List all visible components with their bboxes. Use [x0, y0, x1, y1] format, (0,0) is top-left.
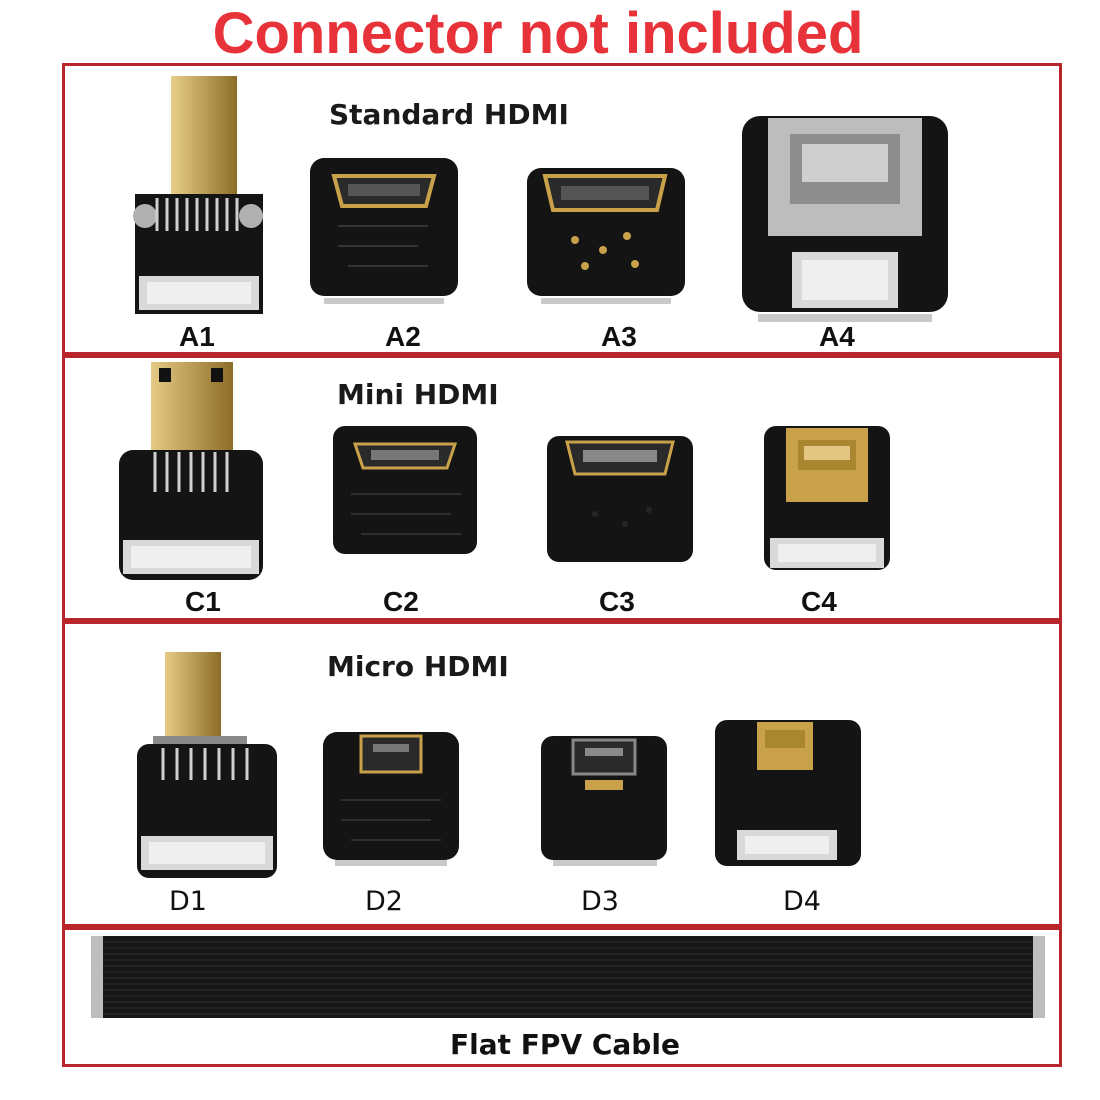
adapter-label: D3 [581, 886, 619, 917]
adapter-label: C3 [599, 586, 635, 617]
adapter-label: D1 [169, 886, 207, 917]
adapter-a2-image [308, 156, 460, 304]
flat-cable-panel: Flat FPV Cable [62, 927, 1062, 1067]
adapter-label: A2 [385, 321, 421, 352]
adapter-a1-image [117, 76, 277, 326]
flat-cable-image [91, 936, 1045, 1018]
adapter-label: D2 [365, 886, 403, 917]
section-title: Standard HDMI [329, 98, 569, 131]
adapter-label: A3 [601, 321, 637, 352]
standard-hdmi-panel: Standard HDMI A1 A2 [62, 63, 1062, 355]
adapter-label: C2 [383, 586, 419, 617]
adapter-c4-image [762, 424, 892, 572]
cable-label: Flat FPV Cable [450, 1028, 680, 1061]
adapter-label: A4 [819, 321, 855, 352]
adapter-label: A1 [179, 321, 215, 352]
micro-hdmi-panel: Micro HDMI D1 D2 [62, 621, 1062, 927]
adapter-label: C1 [185, 586, 221, 617]
adapter-a3-image [525, 166, 687, 306]
adapter-c1-image [115, 362, 265, 582]
section-title: Micro HDMI [327, 650, 509, 683]
adapter-d3-image [539, 734, 669, 866]
section-title: Mini HDMI [337, 378, 499, 411]
adapter-a4-image [740, 114, 950, 326]
headline: Connector not included [212, 1, 864, 66]
adapter-d1-image [133, 644, 283, 882]
adapter-d2-image [321, 730, 461, 866]
adapter-c3-image [545, 434, 695, 566]
adapter-label: C4 [801, 586, 837, 617]
mini-hdmi-panel: Mini HDMI C1 C2 C3 [62, 355, 1062, 621]
adapter-c2-image [331, 424, 479, 558]
adapter-d4-image [713, 718, 863, 868]
adapter-label: D4 [783, 886, 821, 917]
